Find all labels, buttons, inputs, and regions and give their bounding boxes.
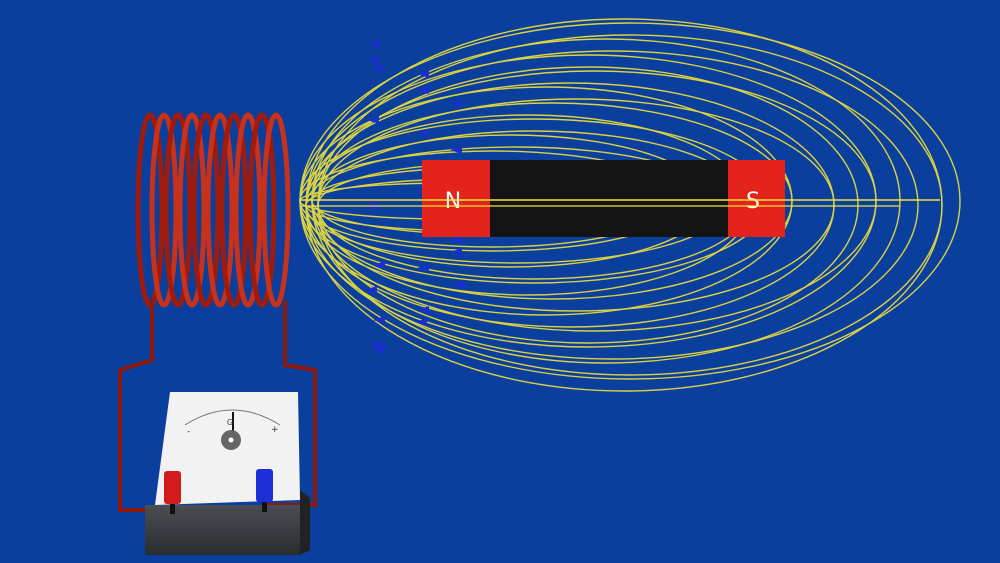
arrow-icon: [417, 264, 429, 272]
arrow-icon: [417, 129, 429, 137]
arrow-icon: [367, 56, 379, 64]
field-line: [305, 18, 943, 392]
galvanometer-label: G: [227, 418, 233, 427]
south-label: S: [746, 189, 760, 214]
coil-turn: [261, 112, 291, 308]
field-line: [299, 22, 961, 380]
coil-turn: [205, 112, 235, 308]
bar-magnet: N S: [300, 160, 940, 237]
arrow-icon: [450, 146, 462, 154]
arrow-icon: [367, 116, 379, 124]
arrow-icon: [365, 286, 377, 294]
wire-coil: [135, 112, 291, 308]
positive-terminal[interactable]: [256, 469, 273, 512]
north-label: N: [445, 189, 461, 214]
field-line: [311, 38, 901, 364]
arrow-icon: [373, 346, 385, 354]
arrow-icon: [417, 86, 429, 94]
coil-turn: [177, 112, 207, 308]
arrow-icon: [417, 306, 429, 314]
arrow-icon: [373, 261, 385, 269]
coil-turn: [149, 112, 179, 308]
arrow-icon: [368, 40, 380, 48]
negative-terminal[interactable]: [164, 471, 181, 514]
arrow-icon: [453, 281, 465, 289]
north-pole: [422, 160, 490, 237]
arrow-icon: [415, 318, 427, 326]
coil-turn: [247, 112, 277, 308]
arrow-icon: [371, 64, 383, 72]
plus-label: +: [271, 425, 279, 435]
coil-turn: [233, 112, 263, 308]
arrow-icon: [450, 99, 462, 107]
arrow-icon: [370, 341, 382, 349]
minus-label: -: [187, 427, 190, 437]
galvanometer: G - +: [145, 392, 310, 555]
arrow-icon: [373, 316, 385, 324]
arrow-icon: [417, 70, 429, 78]
coil-turn: [163, 112, 193, 308]
coil-turn: [219, 112, 249, 308]
coil-turn: [191, 112, 221, 308]
arrow-icon: [450, 236, 462, 244]
arrow-icon: [450, 248, 462, 256]
south-pole: [728, 160, 785, 237]
